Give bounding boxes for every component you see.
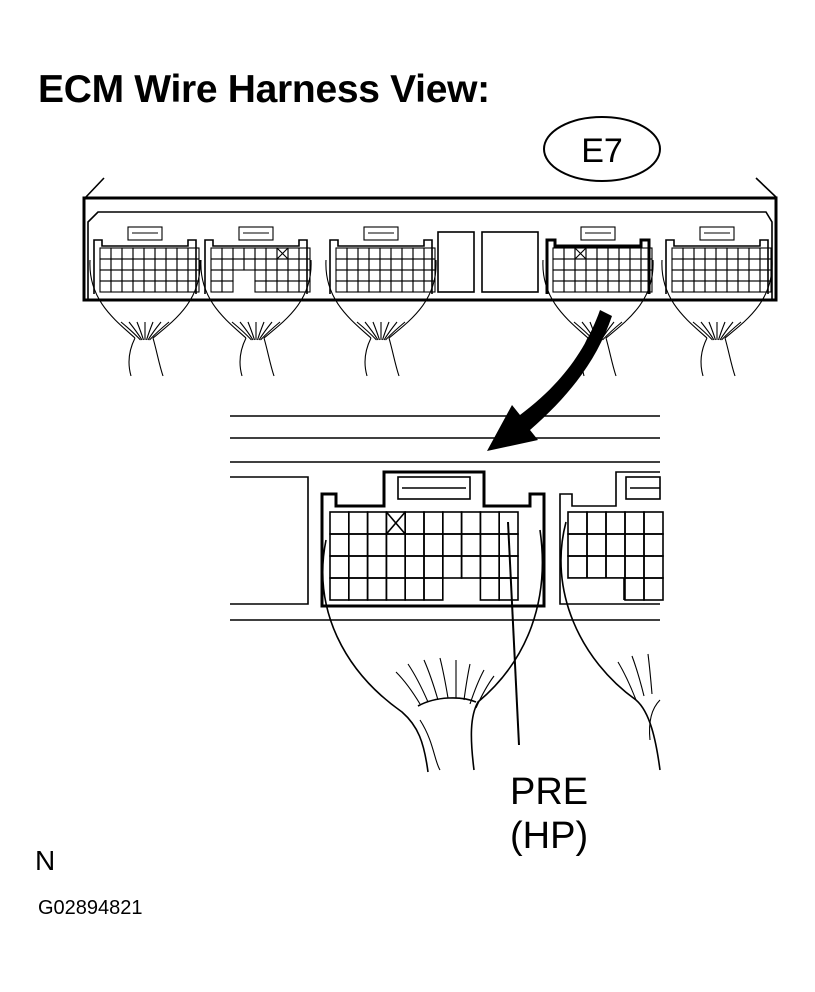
overview-connector	[665, 226, 772, 294]
connector-e7-housing	[320, 470, 546, 608]
overview-connector-e7	[545, 226, 653, 294]
overview-connector	[204, 226, 311, 294]
terminal-label: PRE (HP)	[510, 770, 588, 858]
terminal-alias: (HP)	[510, 815, 589, 857]
crossed-box-icon	[276, 247, 289, 260]
terminal-name: PRE	[510, 771, 589, 813]
figure-id: G02894821	[38, 897, 143, 919]
overview-connector	[93, 226, 200, 294]
overview-wires	[89, 259, 773, 377]
page-title: ECM Wire Harness View:	[38, 68, 490, 111]
pin-leader-line	[507, 521, 520, 746]
overview-connectors	[93, 226, 772, 294]
connector-e7-pins	[329, 511, 519, 601]
detail-wire-harness	[322, 521, 661, 773]
connector-code-label: E7	[581, 132, 623, 170]
orientation-mark: N	[35, 845, 56, 876]
crossed-box-icon	[574, 247, 587, 260]
ecm-blank-socket	[437, 231, 475, 293]
adjacent-connector-pins	[567, 511, 664, 601]
enlarged-connector-view	[230, 415, 664, 773]
curved-arrow-icon	[487, 310, 612, 451]
ecm-overview	[82, 177, 778, 377]
adjacent-connector	[559, 471, 661, 605]
connector-code-callout: E7	[543, 116, 661, 182]
overview-connector	[329, 226, 436, 294]
ecm-blank-socket	[481, 231, 539, 293]
crossed-box-icon	[385, 511, 406, 535]
